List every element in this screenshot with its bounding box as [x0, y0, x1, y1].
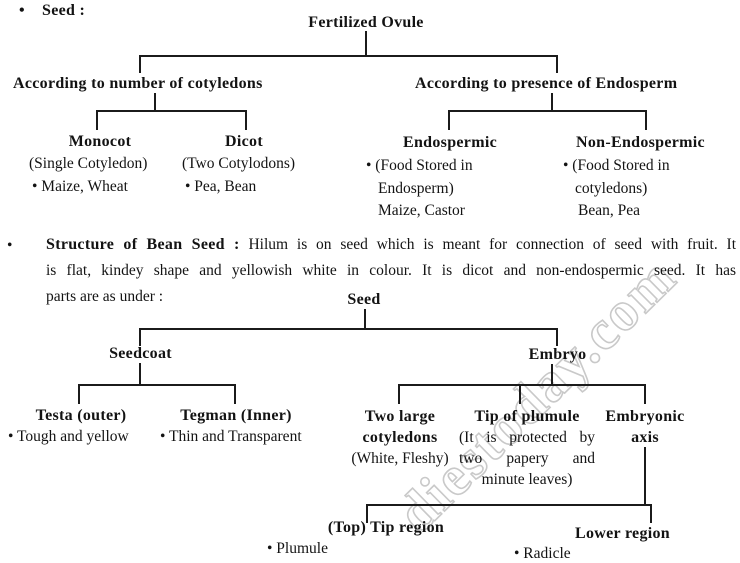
- tree2-connector: [366, 504, 368, 523]
- tree2-connector: [398, 384, 400, 404]
- bean-paragraph-text-1: Hilum is on seed which is meant for conn…: [248, 236, 737, 253]
- endosperm-branch-title: According to presence of Endosperm: [415, 75, 678, 92]
- testa-detail: • Tough and yellow: [8, 428, 129, 445]
- tree1-connector: [448, 110, 450, 130]
- tree2-connector: [79, 384, 236, 386]
- embryonic-axis-name-line-2: axis: [631, 429, 659, 446]
- bean-paragraph-line-1: Structure of Bean Seed : Hilum is on see…: [46, 235, 736, 254]
- embryo-name: Embryo: [528, 346, 587, 363]
- tree1-connector: [365, 31, 367, 56]
- dicot-name: Dicot: [225, 133, 263, 150]
- tree2-connector: [519, 384, 521, 404]
- tree1-root-label: Fertilized Ovule: [308, 14, 424, 31]
- tree2-connector: [399, 384, 646, 386]
- cotyledon-branch-title: According to number of cotyledons: [13, 75, 263, 92]
- monocot-examples: • Maize, Wheat: [32, 178, 128, 195]
- tree1-connector: [645, 110, 647, 130]
- tree1-connector: [97, 110, 247, 112]
- tree1-connector: [449, 110, 647, 112]
- cotyledons-node: Two large cotyledons (White, Fleshy): [340, 406, 460, 469]
- testa-name: Testa (outer): [35, 407, 127, 424]
- tree2-connector: [367, 504, 652, 506]
- endospermic-detail-1: • (Food Stored in: [366, 157, 473, 174]
- bean-bullet-icon: •: [7, 237, 13, 254]
- tree2-connector: [644, 384, 646, 404]
- tree2-root-label: Seed: [347, 291, 381, 308]
- cotyledons-name-line-1: Two large: [364, 408, 436, 425]
- cotyledons-subtitle: (White, Fleshy): [351, 450, 449, 467]
- tree2-connector: [556, 328, 558, 346]
- tree2-connector: [551, 364, 553, 386]
- tip-region-name: (Top) Tip region: [327, 519, 445, 536]
- plumule-tip-detail-1: (It is protected by: [459, 429, 595, 446]
- tree2-connector: [139, 328, 141, 346]
- tree1-connector: [245, 110, 247, 130]
- lower-region-detail: • Radicle: [514, 545, 571, 562]
- endospermic-name: Endospermic: [403, 134, 497, 151]
- tree2-connector: [78, 384, 80, 404]
- tree1-connector: [140, 55, 558, 57]
- cotyledons-name-line-2: cotyledons: [362, 429, 438, 446]
- tree1-connector: [556, 55, 558, 73]
- non-endospermic-name: Non-Endospermic: [576, 134, 705, 151]
- bean-section-title: Structure of Bean Seed :: [46, 236, 240, 253]
- tree2-connector: [139, 363, 141, 386]
- bean-paragraph-line-2: is flat, kindey shape and yellowish whit…: [46, 262, 736, 279]
- plumule-tip-name: Tip of plumule: [474, 408, 580, 425]
- endospermic-examples: Maize, Castor: [378, 202, 465, 219]
- endospermic-detail-2: Endosperm): [378, 180, 454, 197]
- tree1-connector: [154, 93, 156, 111]
- tree1-connector: [551, 93, 553, 111]
- tree2-connector: [234, 384, 236, 404]
- seed-bullet-icon: •: [19, 2, 25, 19]
- lower-region-name: Lower region: [575, 525, 670, 542]
- dicot-subtitle: (Two Cotylodons): [182, 155, 296, 172]
- tree1-connector: [139, 55, 141, 73]
- embryonic-axis-name-line-1: Embryonic: [605, 408, 685, 425]
- tree2-connector: [140, 328, 558, 330]
- dicot-examples: • Pea, Bean: [185, 178, 257, 195]
- bean-paragraph-line-3: parts are as under :: [46, 288, 164, 305]
- tip-region-detail: • Plumule: [267, 540, 328, 557]
- non-endospermic-examples: Bean, Pea: [578, 202, 640, 219]
- tree2-connector: [650, 504, 652, 523]
- tree1-connector: [96, 110, 98, 130]
- tree2-connector: [364, 309, 366, 330]
- non-endospermic-detail-2: cotyledons): [575, 180, 648, 197]
- non-endospermic-detail-1: • (Food Stored in: [563, 157, 670, 174]
- plumule-tip-detail-2: two papery and: [459, 450, 595, 467]
- tegman-name: Tegman (Inner): [180, 407, 292, 424]
- plumule-tip-node: Tip of plumule (It is protected by two p…: [459, 406, 595, 490]
- tegman-detail: • Thin and Transparent: [160, 428, 302, 445]
- monocot-name: Monocot: [68, 133, 132, 150]
- plumule-tip-detail-3: minute leaves): [481, 471, 573, 488]
- embryonic-axis-node: Embryonic axis: [601, 406, 689, 448]
- tree2-connector: [644, 447, 646, 506]
- monocot-subtitle: (Single Cotyledon): [29, 155, 148, 172]
- seed-section-title: Seed :: [42, 2, 86, 19]
- seedcoat-name: Seedcoat: [109, 345, 172, 362]
